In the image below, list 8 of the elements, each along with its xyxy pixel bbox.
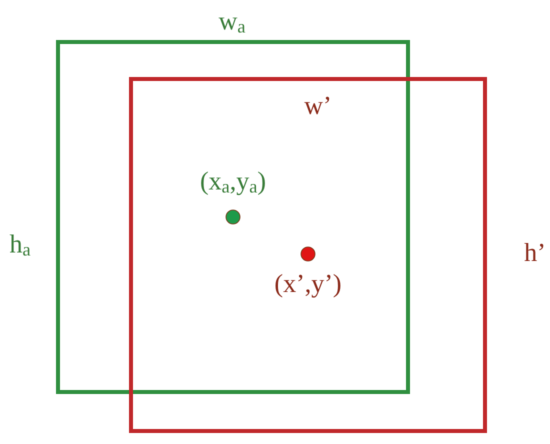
coordinate-label: (x’,y’) bbox=[274, 271, 342, 297]
width-label: w’ bbox=[304, 93, 332, 119]
height-label: h’ bbox=[524, 240, 546, 266]
coordinate-label: (x$_{a}$,y$_{a}$) bbox=[200, 168, 266, 196]
width-label: w$_{a}$ bbox=[218, 8, 246, 36]
bounding-box bbox=[129, 77, 487, 433]
height-label: h$_{a}$ bbox=[9, 232, 31, 258]
bounding-box bbox=[56, 40, 410, 394]
